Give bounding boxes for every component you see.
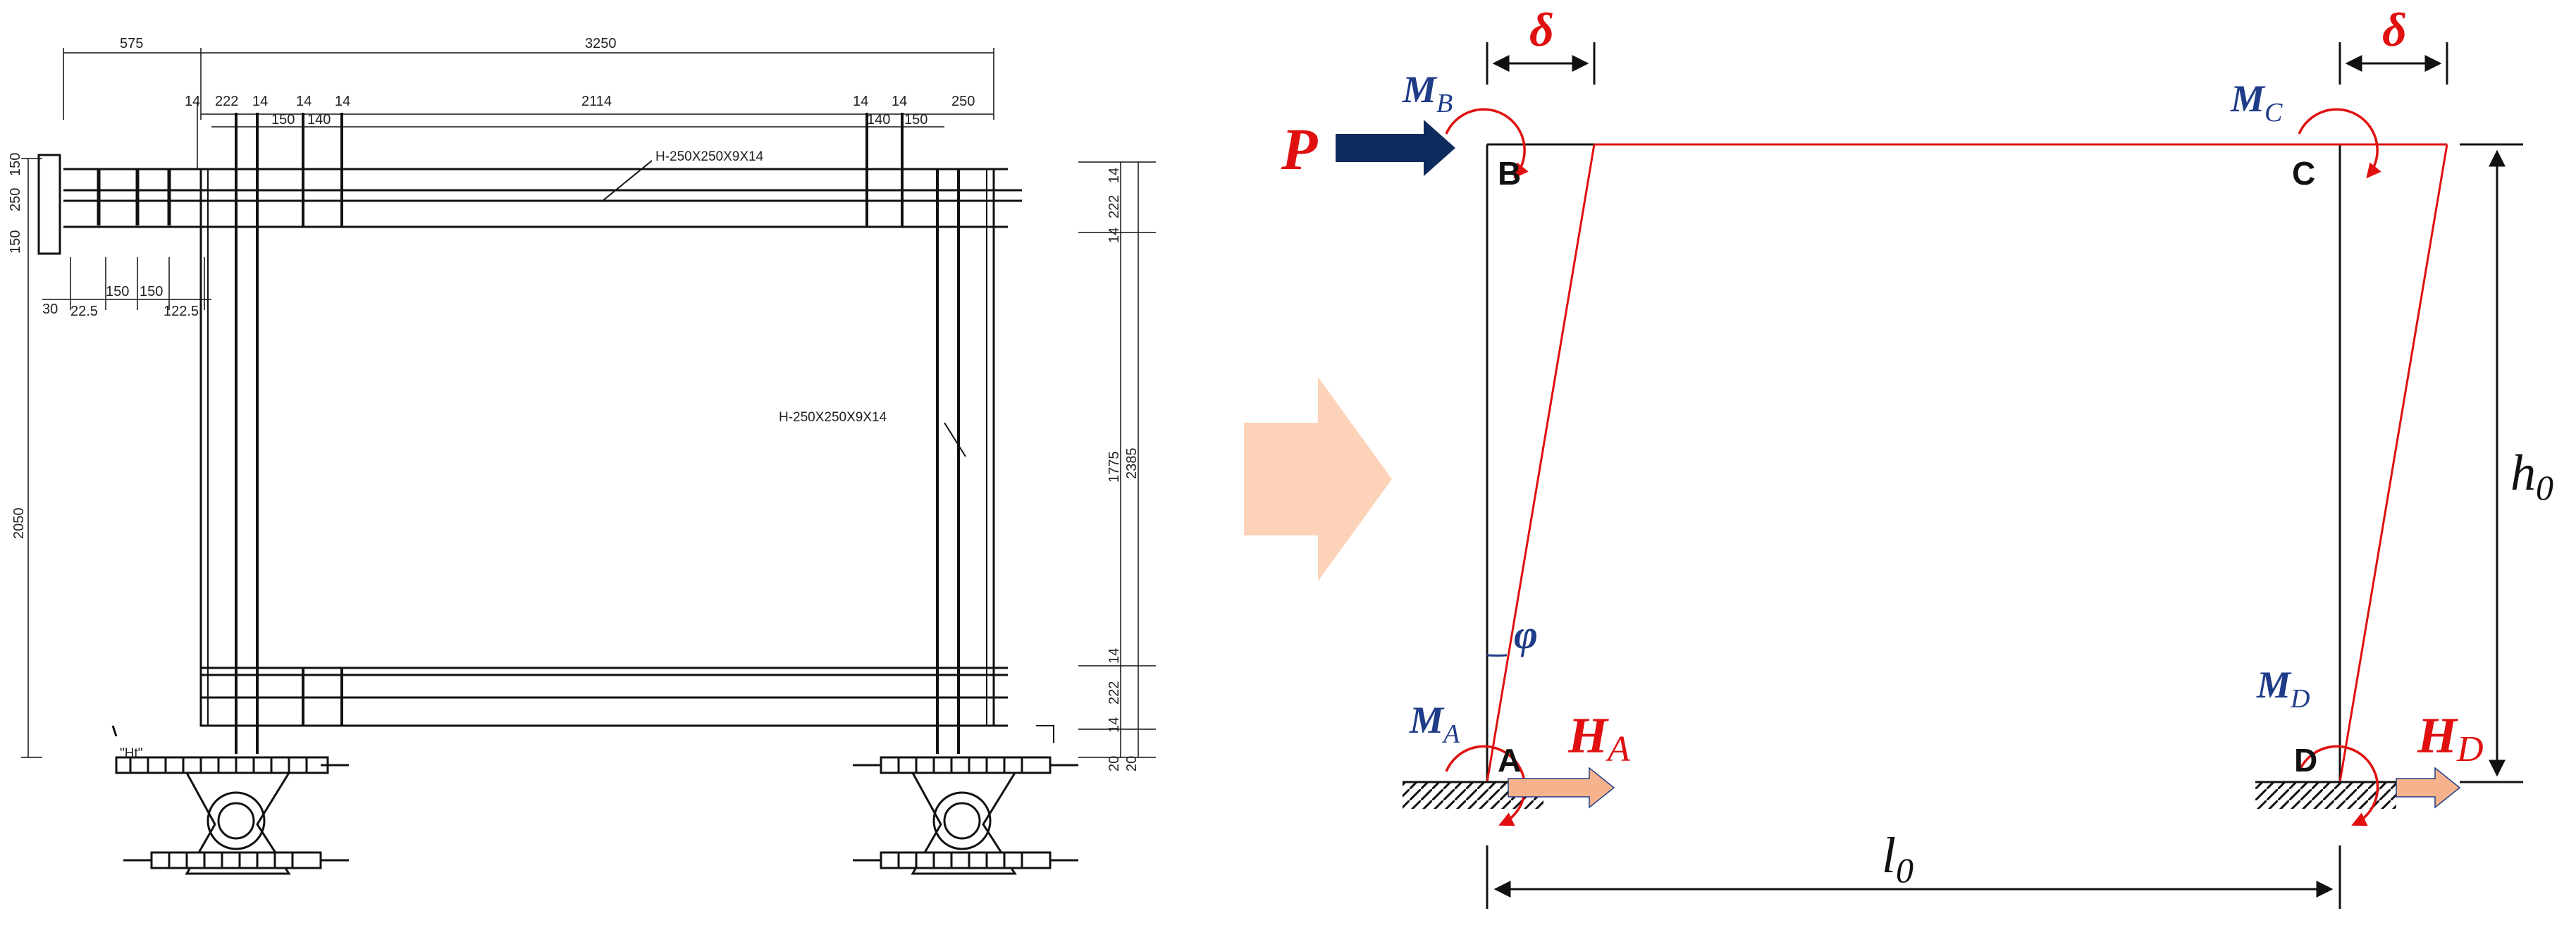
pin-tag: "Ht" [120,746,143,761]
dim-row3: 140 [867,112,890,128]
dim-left-row: 30 [42,302,58,317]
dim-right: 14 [1107,648,1122,664]
moment-d-label: MD [2256,664,2310,714]
reaction-arrow-a [1508,767,1615,809]
column-callout: H-250X250X9X14 [779,410,887,425]
dim-row2: 14 [296,94,312,109]
node-d-label: D [2294,742,2317,779]
dim-left-top: 150 [8,153,23,176]
right-dimension-lines [1078,161,1156,758]
dim-row2: 14 [335,94,350,109]
dim-right: 14 [1107,168,1122,183]
moment-arc-d [2298,745,2379,826]
node-c-label: C [2292,155,2315,192]
dim-right: 14 [1107,717,1122,733]
drift-right-label: δ [2382,3,2407,56]
dim-right: 222 [1107,681,1122,705]
dim-left-row: 150 [140,284,163,299]
dim-row3: 140 [307,112,331,128]
top-beam [63,168,1022,228]
load-arrow [1336,120,1455,176]
dim-bottom-right: 20 [1124,756,1140,771]
reaction-a-label: HA [1567,707,1630,769]
dim-right-total: 2385 [1124,448,1140,480]
frame-outline [199,168,995,727]
structural-model [1336,42,2523,909]
reaction-d-label: HD [2417,707,2484,769]
dim-left-top: 250 [8,188,23,211]
left-dimension-lines [21,158,211,758]
beam-leader [602,160,653,202]
dim-row2: 250 [951,94,975,109]
actuator-stubs [37,154,171,255]
transition-arrow [1244,377,1392,581]
node-b-label: B [1498,155,1521,192]
dim-left-offset: 575 [120,36,143,51]
moment-arc-a [1445,745,1527,826]
angle-arc [1486,654,1508,657]
drawing-labels: 575 3250 14 222 14 14 14 2114 14 14 250 … [8,36,1140,771]
bottom-beam [201,666,1008,727]
dim-right: 222 [1107,195,1122,218]
angle-label: φ [1514,612,1538,657]
dim-row2: 14 [892,94,907,109]
dim-left-row: 150 [106,284,129,299]
model-labels: B C A D P δ δ φ MB MC MA MD HA HD l0 h0 [1281,3,2553,890]
dim-left-row: 22.5 [70,304,98,319]
dim-left-top: 150 [8,230,23,254]
span-label: l0 [1882,827,1913,890]
dim-row2: 14 [185,94,200,109]
moment-arc-c [2298,108,2381,179]
ground-hatch-d [2255,782,2396,809]
height-label: h0 [2510,445,2553,507]
dim-overall-width: 3250 [585,36,617,51]
dim-row2: 222 [215,94,238,109]
load-label: P [1281,117,1318,182]
dim-row2: 14 [853,94,868,109]
dim-row2: 14 [252,94,268,109]
moment-arc-b [1445,108,1529,179]
dim-row2: 2114 [581,94,612,109]
dim-left-row: 122.5 [164,304,199,319]
dim-left-height: 2050 [11,508,27,540]
drift-left-label: δ [1529,3,1554,56]
dim-row3: 150 [904,112,928,128]
dim-right: 1775 [1107,452,1122,483]
original-frame [1486,143,2341,782]
node-a-label: A [1498,742,1521,779]
dim-bottom-right: 20 [1107,756,1122,771]
moment-c-label: MC [2230,78,2283,128]
left-support [111,725,349,875]
internal-columns [235,113,960,754]
beam-callout: H-250X250X9X14 [655,149,764,164]
top-dimension-lines [63,48,994,169]
dim-row3: 150 [271,112,295,128]
moment-b-label: MB [1402,68,1453,118]
right-support [853,725,1078,875]
column-leader [944,422,966,457]
deformed-frame [1486,143,2448,783]
engineering-drawing [21,48,1156,875]
reaction-arrow-d [2396,767,2461,809]
dim-right: 14 [1107,228,1122,243]
moment-a-label: MA [1409,699,1460,749]
